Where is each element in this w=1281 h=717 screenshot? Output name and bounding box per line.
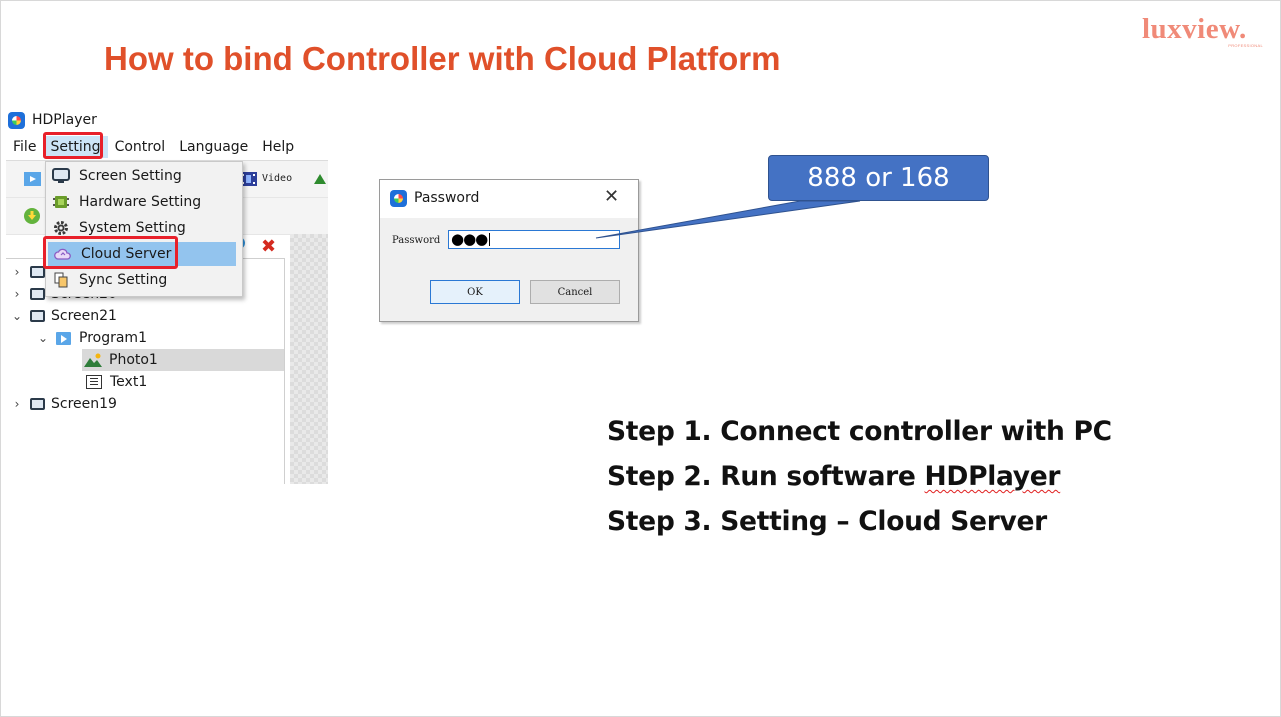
cloud-icon (53, 245, 73, 263)
delete-icon[interactable]: ✖ (261, 236, 277, 257)
menu-item-hardware-setting[interactable]: Hardware Setting (46, 190, 238, 214)
download-icon[interactable] (24, 208, 40, 224)
tree-item-text1[interactable]: Text1 (86, 371, 147, 393)
menu-item-cloud-server[interactable]: Cloud Server (48, 242, 236, 266)
chevron-right-icon[interactable]: › (14, 287, 20, 301)
menu-file[interactable]: File (13, 139, 37, 155)
menu-item-label: Sync Setting (79, 272, 168, 288)
slide-title: How to bind Controller with Cloud Platfo… (104, 40, 781, 77)
dialog-titlebar: Password ✕ (380, 180, 638, 218)
step-2-software-name: HDPlayer (924, 461, 1061, 492)
monitor-icon (51, 167, 71, 185)
setting-highlight-box (43, 132, 103, 159)
password-input[interactable]: ●●● (448, 230, 620, 249)
brand-logo: luxview. PROFESSIONAL (1142, 12, 1267, 52)
password-label: Password (392, 235, 441, 246)
video-label[interactable]: Video (262, 173, 293, 184)
menu-item-system-setting[interactable]: System Setting (46, 216, 238, 240)
menu-item-label: Hardware Setting (79, 194, 202, 210)
tree-item-label: Text1 (110, 374, 148, 390)
menu-item-label: System Setting (79, 220, 186, 236)
screen-icon (30, 266, 45, 278)
dialog-title: Password (414, 190, 480, 206)
cancel-button[interactable]: Cancel (530, 280, 620, 304)
tree-item-screen21[interactable]: ⌄ Screen21 (10, 305, 117, 327)
program-icon (56, 331, 71, 345)
password-mask: ●●● (451, 230, 488, 248)
chip-icon (51, 193, 71, 211)
password-dialog: Password ✕ Password ●●● OK Cancel (379, 179, 639, 322)
menu-setting[interactable]: Setting (43, 136, 108, 158)
menu-item-label: Cloud Server (81, 246, 172, 262)
chevron-down-icon[interactable]: ⌄ (11, 309, 23, 323)
step-1: Step 1. Connect controller with PC (607, 416, 1112, 447)
step-2-prefix: Step 2. Run software (607, 461, 925, 492)
menu-control[interactable]: Control (114, 139, 166, 155)
tree-item-label: Screen21 (51, 308, 117, 324)
menu-help[interactable]: Help (262, 139, 295, 155)
tree-item-label: Program1 (79, 330, 147, 346)
hdplayer-logo-icon (390, 190, 407, 207)
logo-wordmark: luxview. (1142, 13, 1247, 45)
video-icon[interactable] (240, 172, 257, 186)
canvas-preview (290, 234, 328, 484)
tree-item-hidden-top[interactable]: › (10, 261, 51, 283)
logo-subtitle: PROFESSIONAL (1228, 43, 1263, 48)
steps-list: Step 1. Connect controller with PC Step … (607, 414, 1112, 549)
menu-item-label: Screen Setting (79, 168, 182, 184)
menu-bar: File Setting Control Language Help (6, 136, 301, 158)
screen-icon (30, 288, 45, 300)
step-2: Step 2. Run software HDPlayer (607, 459, 1112, 504)
menu-language[interactable]: Language (179, 139, 249, 155)
tree-item-label: Photo1 (109, 352, 158, 368)
text-icon (86, 375, 102, 389)
screen-icon (30, 310, 45, 322)
chevron-down-icon[interactable]: ⌄ (37, 331, 49, 345)
triangle-icon[interactable] (314, 174, 326, 184)
photo-icon (84, 353, 102, 367)
tree-item-screen19[interactable]: › Screen19 (10, 393, 117, 415)
menu-item-screen-setting[interactable]: Screen Setting (46, 164, 238, 188)
step-3: Step 3. Setting – Cloud Server (607, 506, 1047, 537)
chevron-right-icon[interactable]: › (14, 265, 20, 279)
hdplayer-logo-icon (8, 111, 25, 129)
tree-item-photo1[interactable]: Photo1 (82, 349, 284, 371)
app-title-text: HDPlayer (32, 112, 97, 128)
setting-dropdown-menu: Screen Setting Hardware Setting System S… (45, 161, 243, 297)
close-icon[interactable]: ✕ (604, 186, 620, 207)
menu-item-sync-setting[interactable]: Sync Setting (46, 268, 238, 292)
cloud-server-highlight-box (43, 236, 178, 269)
gear-icon (51, 219, 71, 237)
ok-button[interactable]: OK (430, 280, 520, 304)
tree-item-label: Screen19 (51, 396, 117, 412)
chevron-right-icon[interactable]: › (14, 397, 20, 411)
app-titlebar: HDPlayer (8, 110, 97, 130)
text-caret (489, 233, 491, 246)
password-hint-callout: 888 or 168 (768, 155, 989, 201)
tree-item-program1[interactable]: ⌄ Program1 (36, 327, 147, 349)
sync-icon (51, 271, 71, 289)
screen-icon (30, 398, 45, 410)
program-toolbar-icon[interactable] (24, 172, 41, 186)
